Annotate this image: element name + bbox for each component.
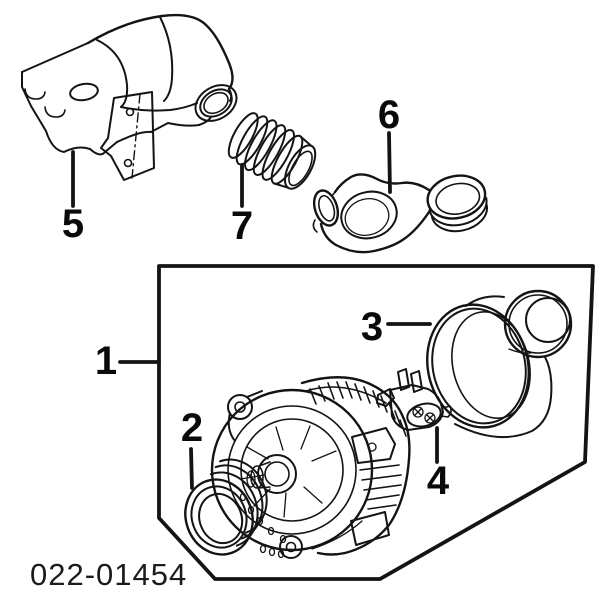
callout-leader-lines	[71, 131, 439, 490]
callout-label-2: 2	[180, 406, 204, 450]
part-5-air-guide-housing-drawing	[21, 13, 238, 181]
callout-label-6: 6	[377, 93, 401, 137]
part-1-assembly-box-outline	[157, 264, 595, 581]
alternator-drawing	[210, 376, 411, 559]
drawing-number: 022-01454	[30, 557, 188, 592]
callout-label-3: 3	[360, 305, 384, 349]
part-4-voltage-regulator-drawing	[376, 368, 452, 431]
part-7-corrugated-hose-drawing	[227, 112, 317, 190]
callout-label-4: 4	[426, 459, 450, 503]
callout-label-1: 1	[94, 339, 118, 383]
part-3-dust-cover-drawing	[426, 289, 573, 439]
part-6-air-duct-drawing	[312, 173, 488, 254]
leader-line-6	[387, 131, 392, 194]
callout-label-5: 5	[61, 202, 85, 246]
leader-line-2	[189, 447, 194, 490]
callout-label-7: 7	[230, 204, 254, 248]
